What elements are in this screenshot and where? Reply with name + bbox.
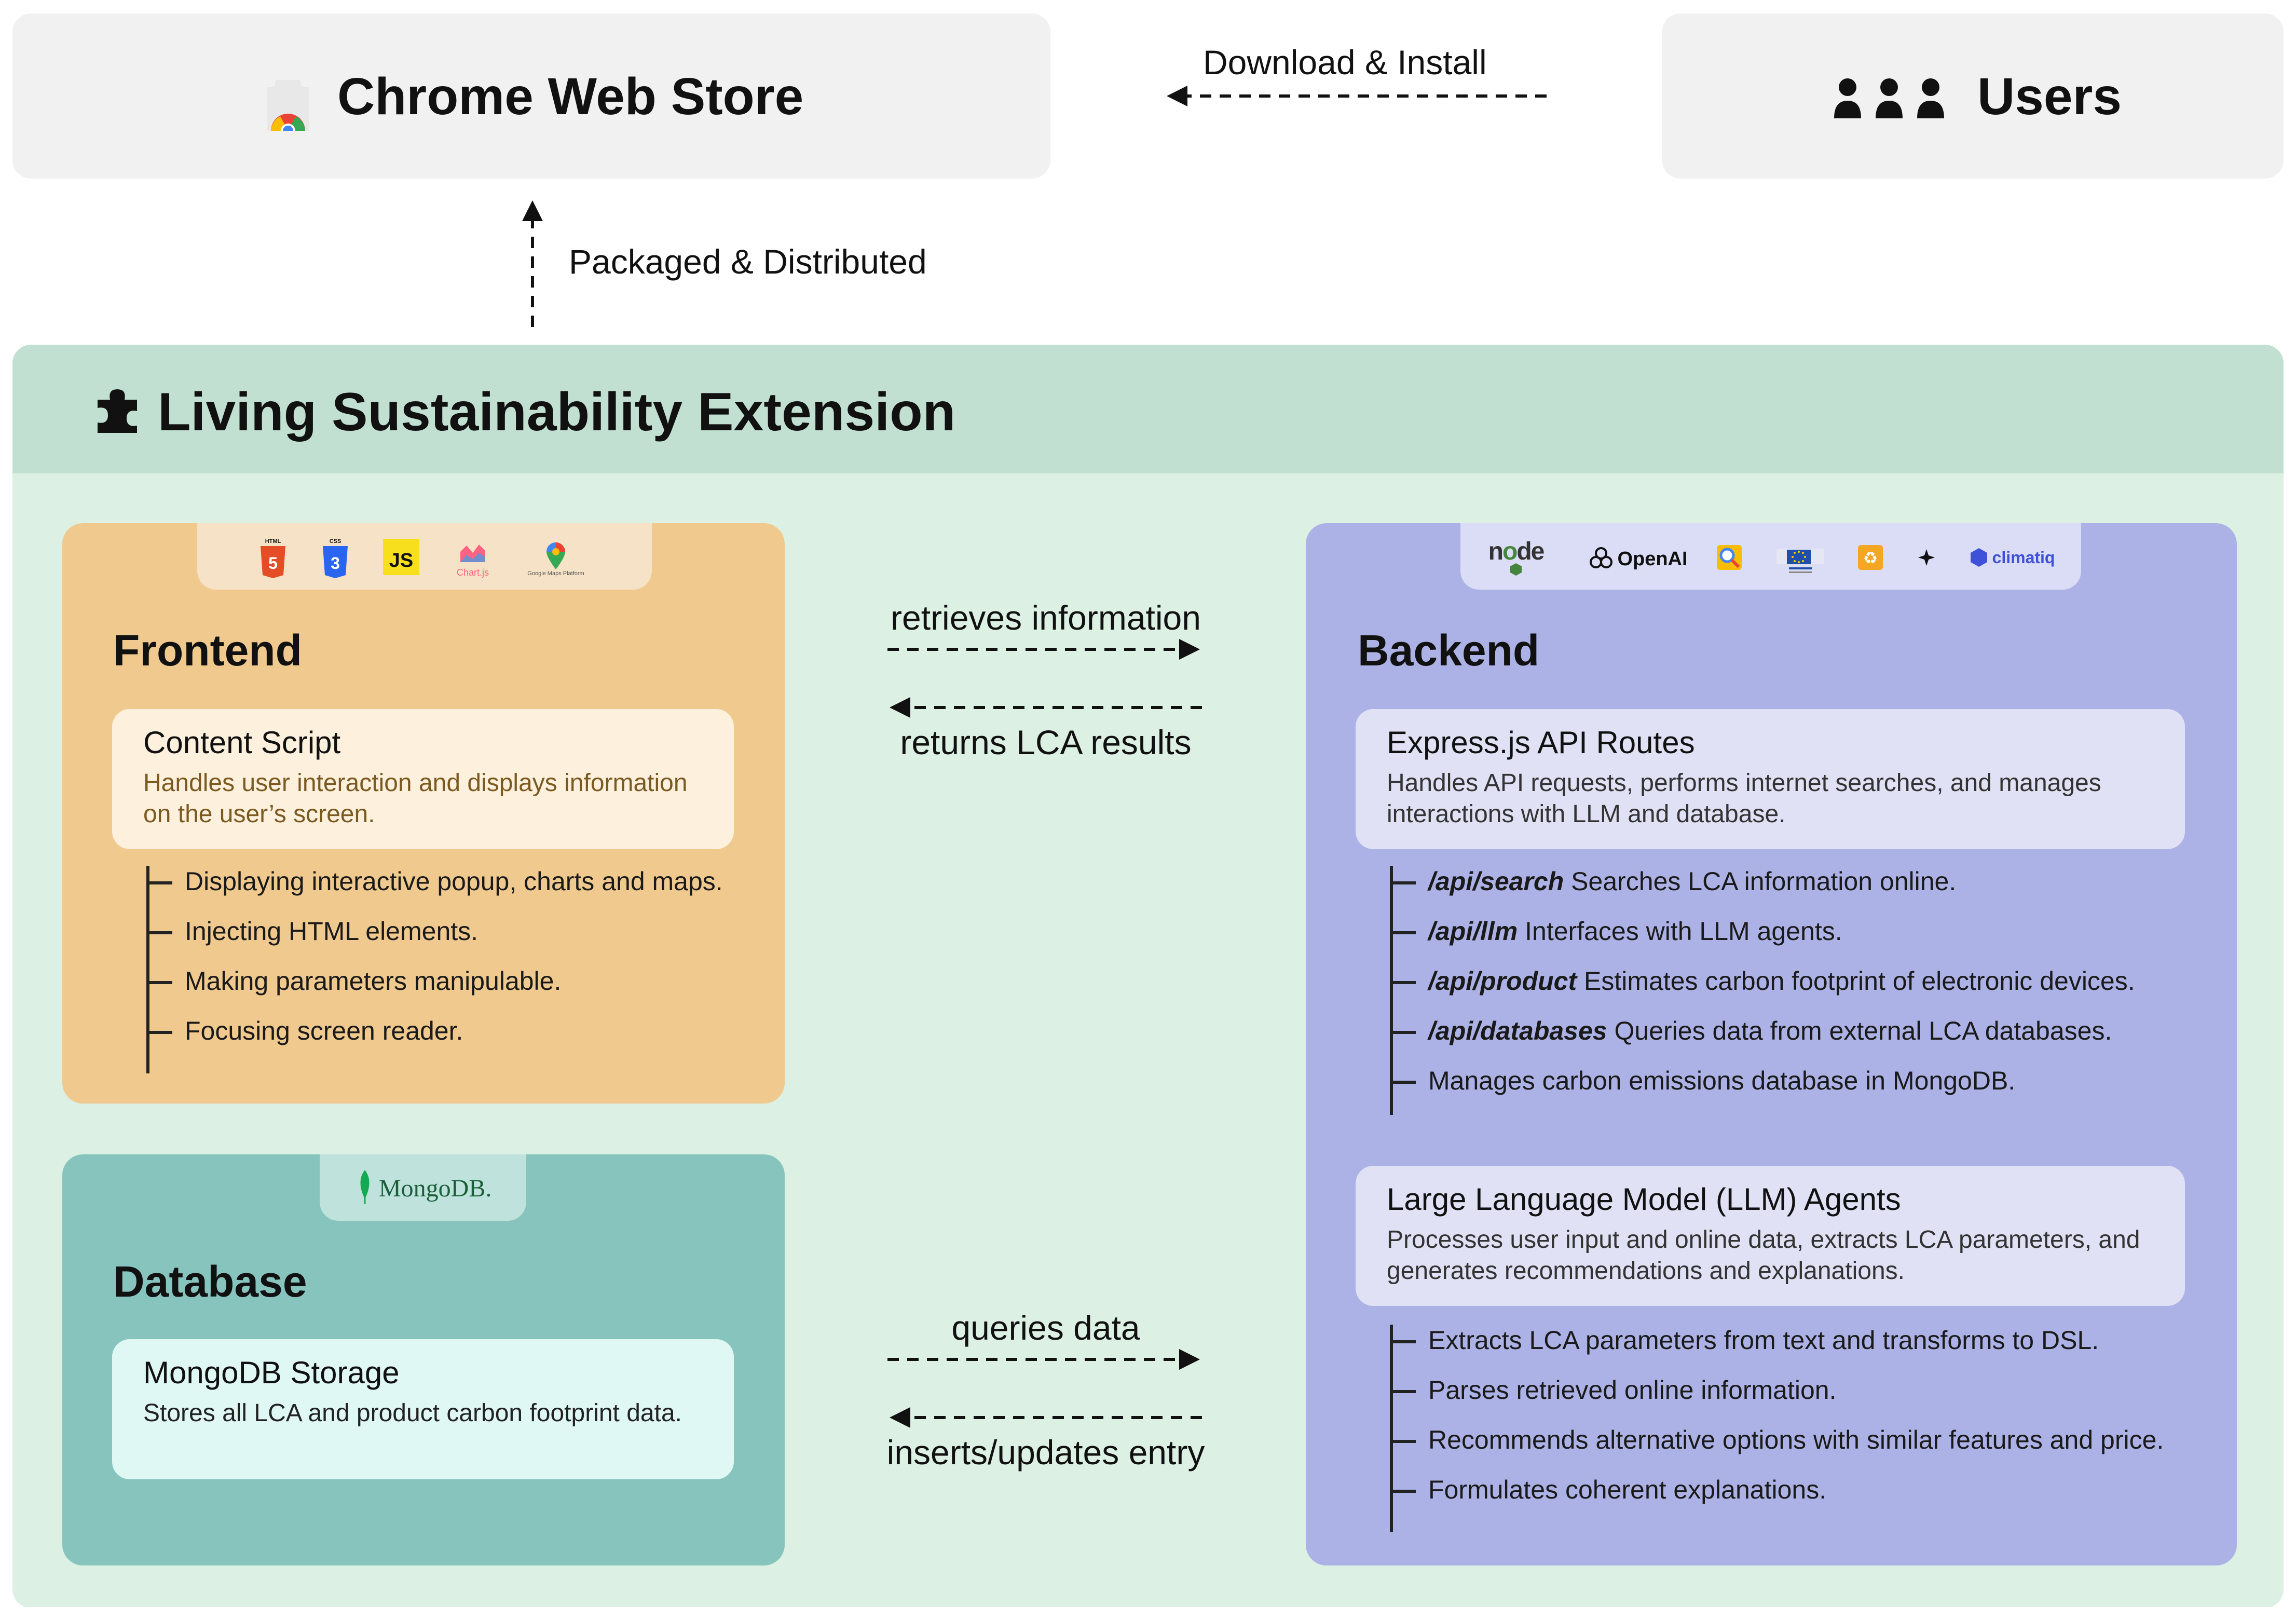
express-api-desc: Handles API requests, performs internet …: [1387, 769, 2101, 828]
google-maps-icon: Google Maps Platform: [522, 536, 590, 582]
chrome-web-store-title: Chrome Web Store: [337, 67, 804, 126]
llm-item-list: Extracts LCA parameters from text and tr…: [1390, 1325, 2220, 1532]
extension-title: Living Sustainability Extension: [158, 382, 956, 442]
database-title: Database: [113, 1257, 307, 1306]
chrome-icon: [267, 80, 309, 131]
content-script-card: Content Script Handles user interaction …: [112, 709, 734, 849]
download-install-arrow: [1167, 86, 1547, 106]
inserts-updates-label: inserts/updates entry: [886, 1433, 1205, 1472]
retrieves-information-label: retrieves information: [891, 598, 1201, 637]
sparkle-icon: [1911, 542, 1942, 573]
frontend-title: Frontend: [113, 626, 302, 675]
express-api-card: Express.js API Routes Handles API reques…: [1356, 709, 2185, 849]
frontend-item-list: Displaying interactive popup, charts and…: [146, 866, 769, 1073]
returns-lca-results-arrow: [890, 697, 1202, 718]
svg-text:5: 5: [268, 554, 278, 573]
retrieves-information-arrow: [887, 639, 1200, 660]
search-engine-icon: [1713, 541, 1746, 574]
css3-icon: CSS 3: [321, 538, 350, 579]
mongodb-storage-title: MongoDB Storage: [143, 1355, 400, 1390]
chrome-web-store-box: Chrome Web Store: [12, 13, 1050, 179]
returns-lca-results-label: returns LCA results: [900, 723, 1192, 761]
mongodb-storage-card: MongoDB Storage Stores all LCA and produ…: [112, 1339, 734, 1479]
backend-panel: [1306, 523, 2237, 1565]
express-api-title: Express.js API Routes: [1387, 725, 1695, 760]
climatiq-icon: climatiq: [1960, 542, 2063, 573]
users-icon: [1834, 78, 1944, 118]
puzzle-icon: [98, 389, 137, 433]
llm-agents-title: Large Language Model (LLM) Agents: [1387, 1182, 1901, 1217]
frontend-logo-tab: HTML 5 CSS 3 JS Chart.js Google Maps Platf…: [197, 523, 652, 590]
mongodb-logo-text: MongoDB.: [379, 1175, 492, 1202]
chartjs-icon: Chart.js: [449, 538, 496, 581]
packaged-distributed-arrow: [522, 200, 543, 327]
backend-title: Backend: [1358, 626, 1540, 675]
content-script-title: Content Script: [143, 725, 341, 760]
eu-database-icon: [1772, 541, 1829, 577]
llm-agents-card: Large Language Model (LLM) Agents Proces…: [1356, 1166, 2185, 1306]
openai-icon: OpenAI: [1581, 542, 1695, 576]
database-logo-tab: MongoDB.: [320, 1154, 526, 1221]
api-route-list: /api/search Searches LCA information onl…: [1390, 866, 2220, 1115]
svg-text:CSS: CSS: [330, 538, 341, 544]
nodejs-icon: node: [1482, 536, 1550, 577]
backend-logo-tab: node OpenAI ♻ climatiq: [1460, 523, 2081, 590]
queries-data-arrow: [887, 1349, 1200, 1370]
packaged-distributed-label: Packaged & Distributed: [569, 242, 927, 281]
inserts-updates-arrow: [890, 1407, 1202, 1428]
javascript-icon: JS: [383, 539, 419, 575]
users-title: Users: [1977, 67, 2122, 126]
svg-text:3: 3: [331, 554, 340, 573]
download-install-label: Download & Install: [1203, 43, 1487, 81]
users-box: Users: [1662, 13, 2284, 179]
recycle-icon: ♻: [1855, 542, 1886, 573]
mongodb-leaf-icon: [360, 1170, 370, 1204]
llm-agents-desc: Processes user input and online data, ex…: [1387, 1226, 2140, 1285]
svg-text:♻: ♻: [1863, 549, 1878, 567]
queries-data-label: queries data: [951, 1309, 1140, 1347]
html5-icon: HTML 5: [258, 538, 288, 579]
mongodb-storage-desc: Stores all LCA and product carbon footpr…: [143, 1399, 682, 1427]
content-script-desc: Handles user interaction and displays in…: [143, 769, 688, 828]
svg-text:HTML: HTML: [265, 538, 281, 544]
extension-header: [12, 345, 2284, 473]
